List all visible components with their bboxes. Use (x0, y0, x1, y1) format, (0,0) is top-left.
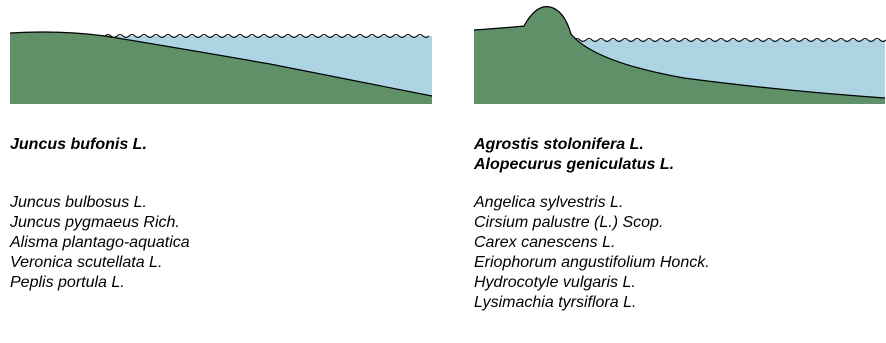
associated-species: Alisma plantago-aquatica (10, 233, 190, 253)
dominant-species: Juncus bufonis L. (10, 135, 147, 155)
associated-species-list: Angelica sylvestris L. Cirsium palustre … (474, 193, 710, 313)
associated-species-list: Juncus bulbosus L. Juncus pygmaeus Rich.… (10, 193, 190, 293)
associated-species: Hydrocotyle vulgaris L. (474, 273, 710, 293)
dominant-species-list: Juncus bufonis L. (10, 135, 147, 155)
associated-species: Angelica sylvestris L. (474, 193, 710, 213)
associated-species: Lysimachia tyrsiflora L. (474, 293, 710, 313)
associated-species: Peplis portula L. (10, 273, 190, 293)
dominant-species-list: Agrostis stolonifera L. Alopecurus genic… (474, 135, 674, 175)
associated-species: Juncus bulbosus L. (10, 193, 190, 213)
shore-profile-left (10, 0, 434, 104)
associated-species: Cirsium palustre (L.) Scop. (474, 213, 710, 233)
associated-species: Veronica scutellata L. (10, 253, 190, 273)
associated-species: Carex canescens L. (474, 233, 710, 253)
dominant-species: Agrostis stolonifera L. (474, 135, 674, 155)
shore-profile-right (474, 0, 886, 104)
dominant-species: Alopecurus geniculatus L. (474, 155, 674, 175)
associated-species: Juncus pygmaeus Rich. (10, 213, 190, 233)
associated-species: Eriophorum angustifolium Honck. (474, 253, 710, 273)
